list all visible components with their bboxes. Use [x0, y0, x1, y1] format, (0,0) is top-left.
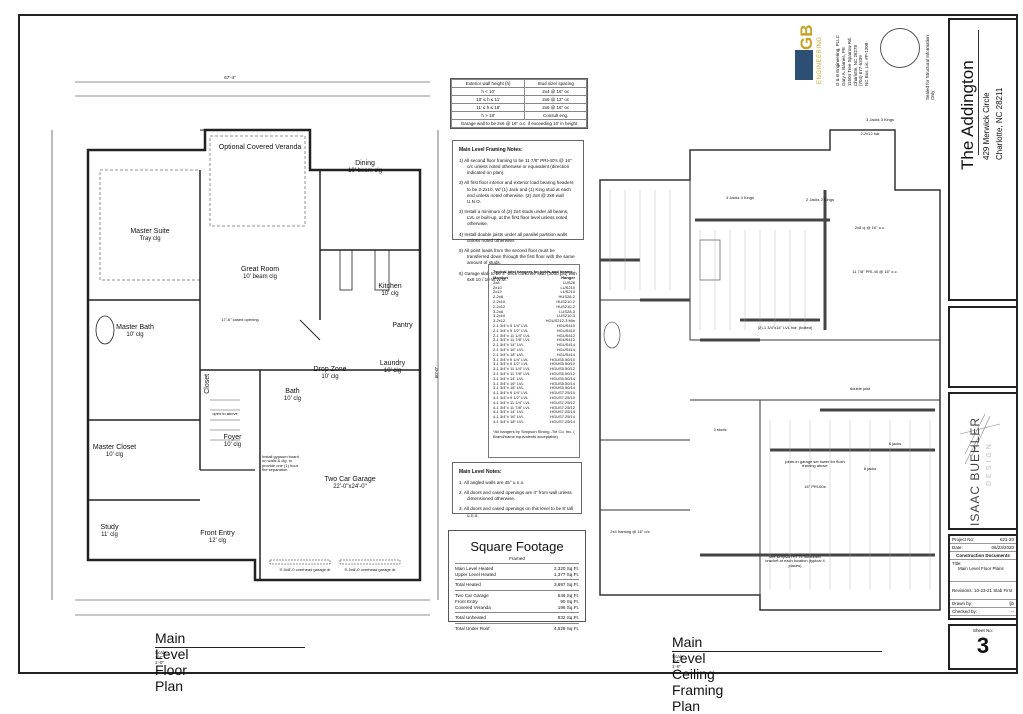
engineer-seal	[880, 28, 920, 68]
designer-logo-icon	[959, 413, 1001, 465]
room-pantry: Pantry	[392, 322, 413, 329]
floor-plan-scale: Scale: 1/4" = 1'-0"	[155, 650, 168, 665]
callout: 2x4 framing @ 16" o/c	[610, 529, 650, 534]
designer-block: ISAAC BUEHLER DESIGN	[948, 392, 1018, 530]
project-address-2: Charlotte, NC 28211	[995, 87, 1004, 160]
callout: 6 jacks	[888, 441, 902, 446]
seal-note: Sealed for Structural Information Only	[925, 35, 935, 100]
callout: 2 Jacks 2 Kings	[805, 197, 834, 202]
blank-block	[948, 306, 1018, 388]
project-address-1: 429 Merwick Circle	[982, 92, 991, 160]
engineer-logo-icon	[795, 50, 813, 80]
garage-door-callout: 9'-0x8'-0 overhead garage dr	[344, 567, 396, 572]
project-info-block: Project No:621-20 Date:06/23/2020 Constr…	[948, 534, 1018, 620]
callout: 11 7/8" PRI-40 @ 16" o.c.	[852, 269, 898, 274]
callout: 4 Jacks 4 Kings	[725, 195, 754, 200]
callout: 16" PRI-60s	[804, 484, 826, 489]
framing-notes: Main Level Framing Notes: 1) All second …	[452, 140, 584, 282]
callout: (2)-1 3/4"x14" LVL hdr. (bolted)	[757, 325, 813, 330]
cased-opening-note: 17'-6" cased opening	[221, 317, 259, 322]
floor-plan-walls	[51, 81, 439, 616]
designer-name: ISAAC BUEHLER	[968, 416, 982, 526]
wall-height-table: Exterior wall height (h)Stud size/ spaci…	[450, 78, 588, 129]
callout: 3 Jacks 3 Kings	[865, 117, 894, 122]
framing-plan-scale: Scale: 1/4" = 1'-0"	[672, 654, 685, 669]
callout: double joist	[849, 386, 871, 391]
callout: 3 studs	[713, 427, 727, 432]
sheet-number-block: Sheet No: 3	[948, 624, 1018, 670]
callout: 2-2x12 hdr	[860, 131, 880, 136]
callout: 8 jacks	[863, 466, 877, 471]
callout: 2x8 cj @ 16" o.c.	[854, 225, 886, 230]
room-veranda: Optional Covered Veranda	[218, 144, 302, 151]
project-title-block: The Addington 429 Merwick Circle Charlot…	[948, 18, 1018, 301]
engineer-logo-sub: ENGINEERING	[817, 36, 823, 84]
open-to-above-note: open to above	[212, 411, 238, 416]
designer-sub: DESIGN	[986, 441, 993, 486]
engineer-logo: GB	[797, 24, 816, 51]
callout: joists in garage set lower for flush fra…	[785, 459, 845, 469]
callout: see simpson HTT4 holddown bracket at eac…	[765, 554, 825, 568]
framing-plan-walls	[599, 129, 941, 611]
joist-hanger-table: Typical joist hangers for joists and bea…	[488, 264, 580, 458]
main-level-notes: Main Level Notes: 1. All angled walls ar…	[452, 462, 582, 518]
framing-plan-title: Main Level Ceiling Framing Plan	[672, 634, 724, 714]
overall-width-dim: 67'-4"	[200, 75, 260, 81]
sheet-number: 3	[976, 633, 990, 658]
fire-separation-note: Install gypsum board on walls & clg. to …	[262, 454, 299, 473]
project-name: The Addington	[958, 60, 977, 170]
garage-door-callout: 9'-0x8'-0 overhead garage dr	[279, 567, 331, 572]
